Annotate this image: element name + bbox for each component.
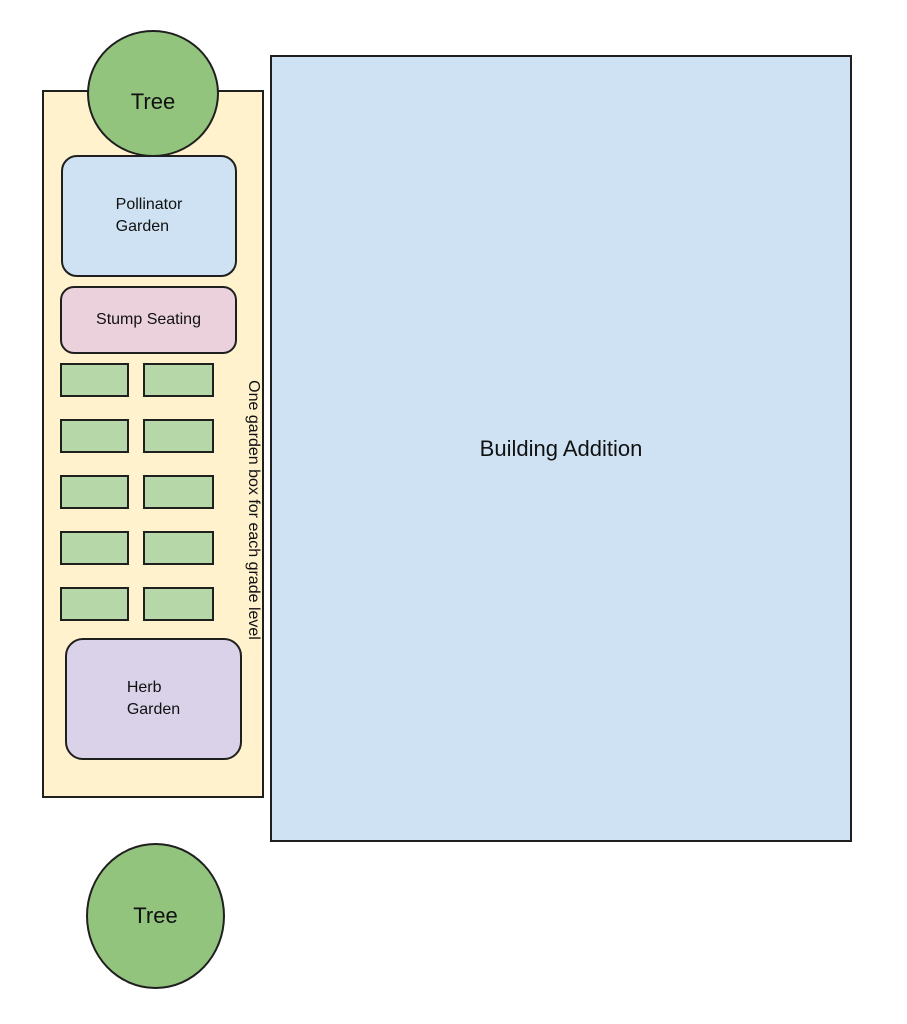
garden-box bbox=[143, 419, 214, 453]
pollinator-garden-zone: Pollinator Garden bbox=[61, 155, 237, 277]
stump-seating-label: Stump Seating bbox=[96, 310, 201, 328]
garden-box-grid bbox=[60, 363, 214, 621]
tree-top-label: Tree bbox=[130, 88, 176, 114]
garden-box bbox=[60, 363, 129, 397]
garden-box-note: One garden box for each grade level bbox=[245, 380, 262, 640]
building-addition-label: Building Addition bbox=[479, 435, 643, 461]
garden-box bbox=[143, 587, 214, 621]
garden-box bbox=[60, 587, 129, 621]
herb-garden-label: Herb Garden bbox=[126, 678, 181, 718]
pollinator-garden-label: Pollinator Garden bbox=[115, 195, 183, 235]
tree-top: Tree bbox=[87, 30, 219, 157]
garden-box bbox=[143, 475, 214, 509]
garden-box bbox=[60, 531, 129, 565]
herb-garden-zone: Herb Garden bbox=[65, 638, 242, 760]
garden-box bbox=[60, 475, 129, 509]
building-addition-zone: Building Addition bbox=[270, 55, 852, 842]
tree-bottom-label: Tree bbox=[133, 903, 178, 928]
stump-seating-zone: Stump Seating bbox=[60, 286, 237, 354]
garden-box bbox=[143, 531, 214, 565]
garden-box bbox=[143, 363, 214, 397]
garden-box bbox=[60, 419, 129, 453]
tree-bottom: Tree bbox=[86, 843, 225, 989]
